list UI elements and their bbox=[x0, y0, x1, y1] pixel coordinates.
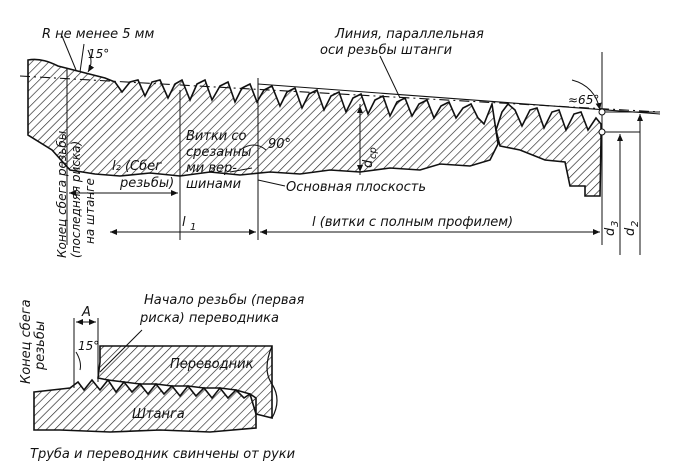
coupling-label: Переводник bbox=[170, 357, 254, 372]
l2-label-1: l₂ (Сбег bbox=[112, 159, 162, 174]
angle-90-label: 90° bbox=[268, 137, 291, 152]
l-full-label: l (витки с полным профилем) bbox=[312, 215, 513, 230]
run-end-label-2: (последняя риска) bbox=[69, 141, 83, 258]
angle-90-arc bbox=[239, 144, 267, 151]
break-line bbox=[266, 345, 278, 419]
start-label-2: риска) переводника bbox=[139, 311, 279, 326]
cut-turns-3: ми вер- bbox=[186, 161, 237, 176]
d2-sub: 2 bbox=[630, 221, 641, 227]
angle-15-leg bbox=[79, 43, 85, 73]
main-plane-label: Основная плоскость bbox=[286, 180, 426, 195]
start-label-1: Начало резьбы (первая bbox=[144, 293, 304, 308]
l2-label-2: резьбы) bbox=[119, 176, 174, 191]
bottom-caption: Труба и переводник свинчены от руки bbox=[30, 447, 295, 462]
radius-note: R не менее 5 мм bbox=[42, 27, 154, 42]
d2-label: d bbox=[623, 227, 638, 236]
top-labels: R не менее 5 мм 15° Линия, параллельная … bbox=[42, 27, 641, 258]
point-d2 bbox=[598, 108, 606, 116]
d3-sub: 3 bbox=[610, 221, 621, 227]
top-thread-section bbox=[19, 35, 661, 255]
coupling-body bbox=[97, 345, 273, 420]
bottom-angle-arc bbox=[75, 351, 81, 371]
cut-turns-4: шинами bbox=[186, 177, 241, 192]
dcp-label: d bbox=[361, 159, 376, 168]
cut-turns-2: срезанны bbox=[186, 145, 252, 160]
dim-A-label: A bbox=[81, 305, 91, 320]
run-end-label-3: на штанге bbox=[83, 178, 97, 244]
rod-thread-body-right bbox=[495, 102, 602, 197]
d3-label: d bbox=[603, 227, 618, 236]
bottom-assembly bbox=[33, 318, 278, 433]
cut-turns-1: Витки со bbox=[186, 129, 247, 144]
bottom-run-end-2: резьбы bbox=[33, 321, 48, 371]
l1-label: l bbox=[182, 215, 186, 230]
angle-15-top: 15° bbox=[88, 47, 109, 61]
main-plane-leader bbox=[257, 179, 286, 187]
start-leader bbox=[99, 329, 143, 373]
rod-label: Штанга bbox=[132, 407, 185, 422]
parallel-line-label-1: Линия, параллельная bbox=[334, 27, 484, 42]
radius-leader bbox=[61, 35, 77, 71]
dcp-sub: ср bbox=[368, 147, 379, 159]
angle-15-arc bbox=[87, 49, 95, 73]
cut-turns-leader bbox=[229, 167, 253, 173]
parallel-line-label-2: оси резьбы штанги bbox=[320, 43, 452, 58]
l1-sub: 1 bbox=[190, 222, 196, 233]
rod-thread-body-left bbox=[27, 58, 499, 177]
bottom-run-end-1: Конец сбега bbox=[19, 299, 34, 384]
run-end-label-1: Конец сбега резьбы bbox=[55, 131, 69, 258]
bottom-labels: Конец сбега резьбы A Начало резьбы (перв… bbox=[19, 293, 304, 462]
bottom-angle-label: 15° bbox=[78, 339, 99, 353]
angle-65-arc bbox=[571, 79, 602, 111]
parallel-line bbox=[257, 83, 661, 115]
parallel-line-leader bbox=[379, 55, 401, 99]
point-d3 bbox=[598, 128, 606, 136]
angle-65-label: ≈65° bbox=[568, 93, 599, 107]
